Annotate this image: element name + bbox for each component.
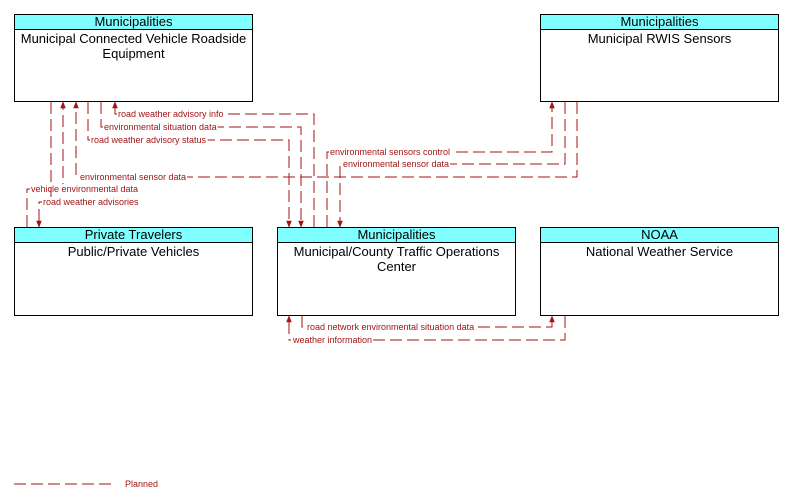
node-title: Municipal RWIS Sensors [587, 31, 732, 46]
flow-label-background [30, 184, 140, 194]
flow-label: road network environmental situation dat… [307, 322, 474, 332]
flow-label-background [329, 147, 452, 157]
flow-road-weather-advisory-info[interactable]: road weather advisory info [112, 101, 315, 227]
flow-label-background [291, 335, 374, 345]
flow-label: environmental situation data [104, 122, 217, 132]
flow-label: environmental sensor data [343, 159, 449, 169]
node-public-private-vehicles[interactable]: Private Travelers Public/Private Vehicle… [14, 227, 253, 316]
flow-vehicle-environmental-data[interactable]: vehicle environmental data [26, 101, 140, 227]
legend: Planned [14, 479, 158, 489]
node-traffic-operations-center[interactable]: Municipalities Municipal/County Traffic … [277, 227, 516, 316]
node-header: Municipalities [278, 228, 515, 243]
node-header: Municipalities [541, 15, 778, 30]
flow-label: weather information [292, 335, 372, 345]
flow-road-weather-advisory-status[interactable]: road weather advisory status [87, 102, 292, 228]
flow-label: road weather advisories [43, 197, 139, 207]
node-header: Municipalities [15, 15, 252, 30]
flow-label: vehicle environmental data [31, 184, 138, 194]
node-national-weather-service[interactable]: NOAA National Weather Service [540, 227, 779, 316]
flow-road-network-environmental-situation-data[interactable]: road network environmental situation dat… [301, 315, 555, 332]
node-title: Municipal Connected Vehicle Roadside Equ… [20, 31, 247, 61]
node-title: Municipal/County Traffic Operations Cent… [293, 244, 500, 274]
flow-environmental-sensor-data-to-tmc[interactable]: environmental sensor data [337, 102, 566, 228]
node-title: National Weather Service [585, 244, 734, 259]
flow-environmental-sensors-control[interactable]: environmental sensors control [326, 101, 555, 227]
flow-environmental-sensor-data-to-roadside-equipment[interactable]: environmental sensor data [73, 101, 578, 182]
flow-label: environmental sensors control [330, 147, 450, 157]
flow-label: road weather advisory info [118, 109, 224, 119]
node-header: NOAA [541, 228, 778, 243]
flow-road-weather-advisories[interactable]: road weather advisories [36, 102, 141, 228]
flow-label-background [103, 122, 218, 132]
flow-label: environmental sensor data [80, 172, 186, 182]
legend-planned-label: Planned [125, 479, 158, 489]
flow-label: road weather advisory status [91, 135, 207, 145]
flow-environmental-situation-data[interactable]: environmental situation data [100, 102, 304, 228]
node-municipal-cv-roadside-equipment[interactable]: Municipalities Municipal Connected Vehic… [14, 14, 253, 102]
node-municipal-rwis-sensors[interactable]: Municipalities Municipal RWIS Sensors [540, 14, 779, 102]
flow-label-background [90, 135, 208, 145]
flow-label-background [42, 197, 141, 207]
flow-label-background [306, 322, 476, 332]
flow-label-background [342, 159, 451, 169]
node-header: Private Travelers [15, 228, 252, 243]
node-title: Public/Private Vehicles [67, 244, 200, 259]
flow-label-background [79, 172, 188, 182]
flow-label-background [117, 109, 225, 119]
flow-weather-information[interactable]: weather information [286, 315, 566, 345]
